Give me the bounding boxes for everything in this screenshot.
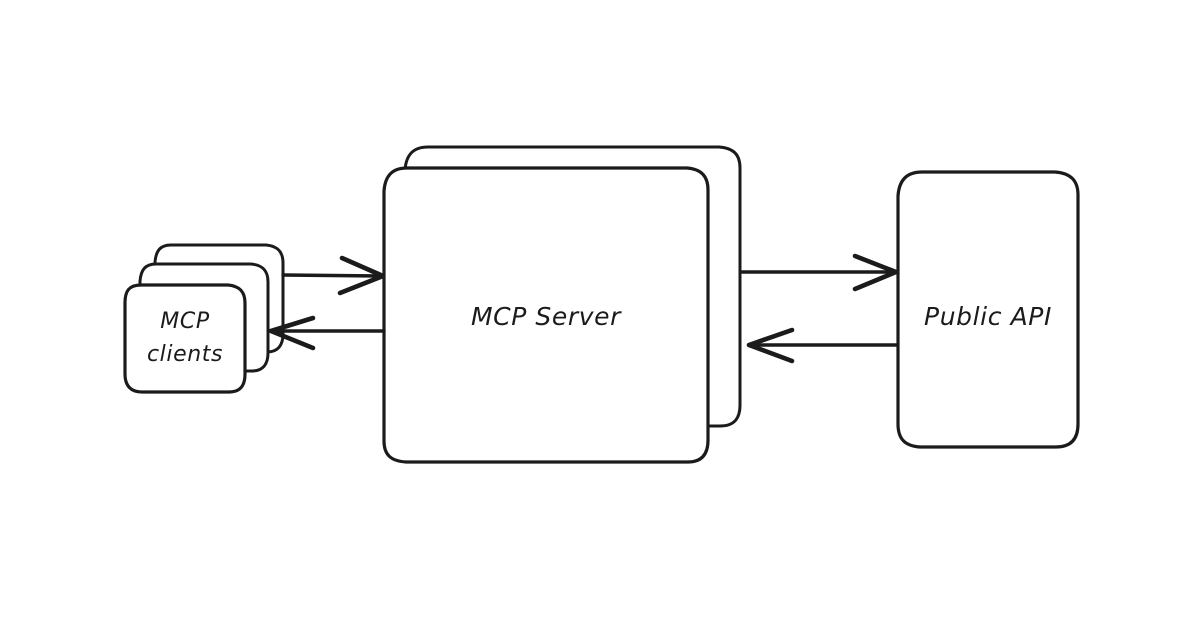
mcp-server-label: MCP Server: [471, 302, 622, 331]
public-api-label: Public API: [924, 302, 1052, 331]
mcp-clients-label-line-1: MCP: [160, 309, 210, 334]
edge-clients-to-server[interactable]: [281, 255, 386, 296]
edge-server-to-api[interactable]: [740, 253, 899, 292]
edge-clients-to-server-arrowhead: [337, 255, 386, 296]
edge-clients-to-server-line: [281, 273, 383, 278]
node-mcp-server[interactable]: MCP Server: [382, 145, 742, 464]
mcp-clients-card-front: [123, 283, 247, 394]
mcp-clients-label-line-2: clients: [147, 342, 223, 367]
edge-api-to-server-arrowhead: [746, 327, 795, 364]
edge-api-to-server[interactable]: [746, 327, 898, 364]
node-mcp-clients[interactable]: MCP clients: [123, 243, 285, 394]
edge-server-to-api-arrowhead: [852, 253, 899, 292]
edge-server-to-clients[interactable]: [268, 315, 386, 351]
node-public-api[interactable]: Public API: [896, 170, 1080, 449]
public-api-card: [896, 170, 1080, 449]
edge-server-to-clients-arrowhead: [268, 315, 316, 351]
mcp-server-card-front: [382, 166, 710, 464]
